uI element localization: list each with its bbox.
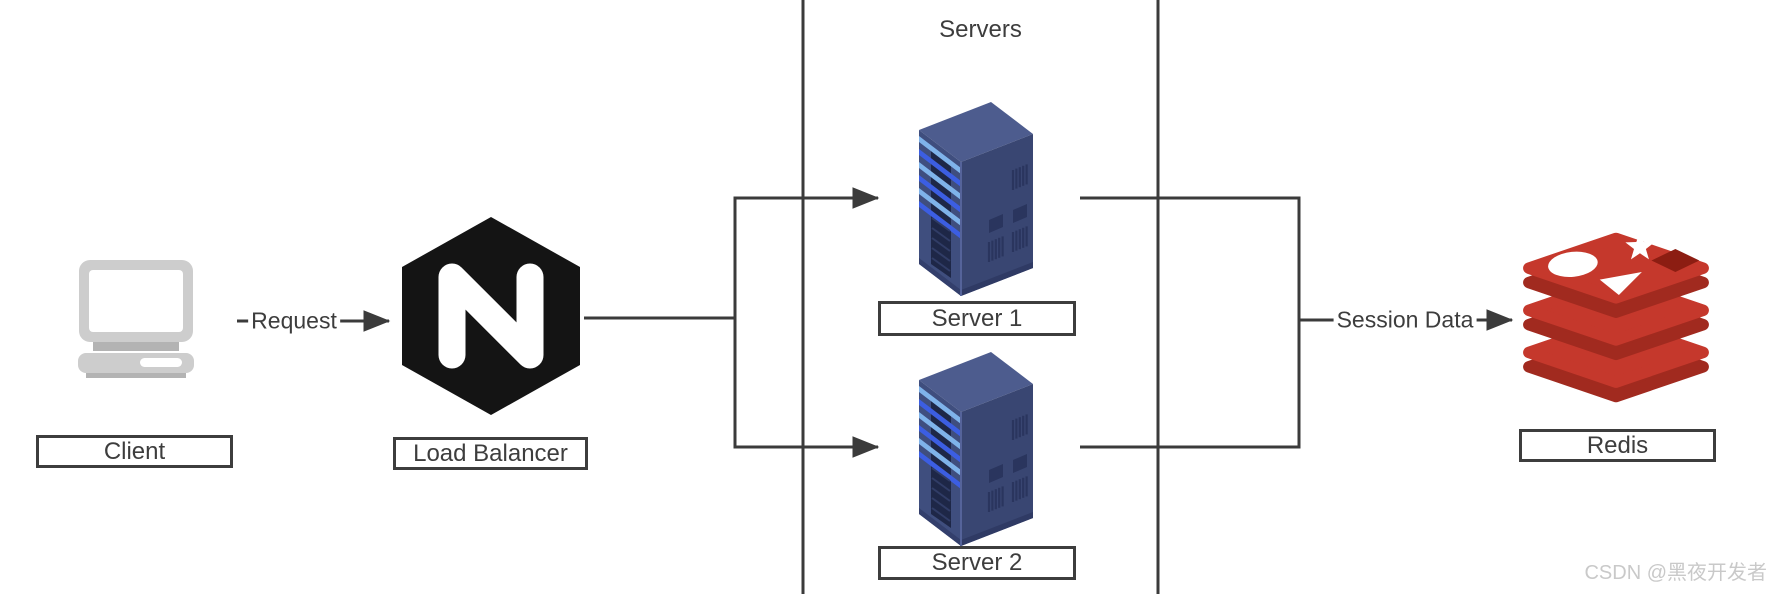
session-data-edge-label: Session Data bbox=[1333, 306, 1477, 334]
server2-tower-icon bbox=[915, 350, 1043, 548]
server1-node-label: Server 1 bbox=[878, 301, 1076, 336]
client-node-label: Client bbox=[36, 435, 233, 468]
redis-stack-icon bbox=[1513, 226, 1719, 408]
request-edge-label: Request bbox=[248, 307, 340, 335]
nginx-icon bbox=[400, 216, 582, 416]
server2-node-label: Server 2 bbox=[878, 546, 1076, 580]
load-balancer-node-label: Load Balancer bbox=[393, 437, 588, 470]
watermark: CSDN @黑夜开发者 bbox=[1584, 562, 1767, 584]
server1-tower-icon bbox=[915, 100, 1043, 298]
client-laptop-icon bbox=[78, 260, 194, 378]
servers-group-label: Servers bbox=[939, 16, 1022, 43]
redis-node-label: Redis bbox=[1519, 429, 1716, 462]
